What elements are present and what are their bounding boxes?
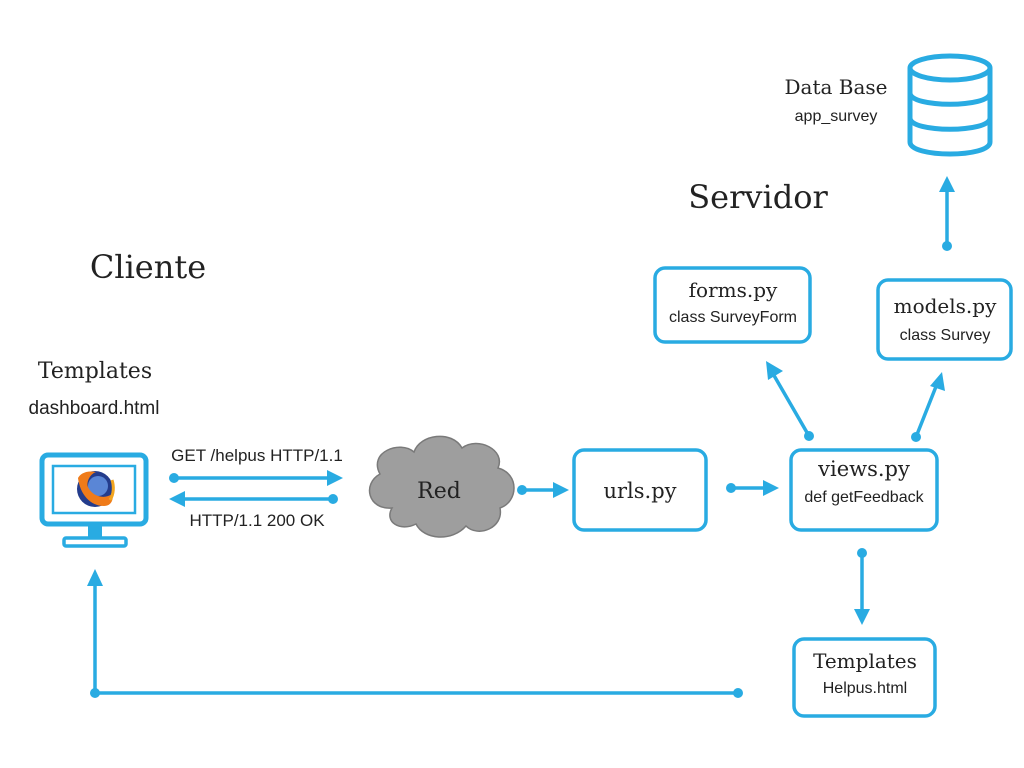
models-to-database-arrow [939, 176, 955, 251]
server-templates-detail: Helpus.html [823, 680, 907, 697]
client-templates-title: Templates [38, 359, 152, 384]
templates-to-client-arrow [87, 569, 743, 698]
models-title: models.py [894, 294, 997, 318]
views-box: views.py def getFeedback [789, 448, 939, 532]
urls-to-views-arrow [726, 480, 779, 496]
server-templates-title: Templates [813, 649, 917, 673]
server-heading: Servidor [688, 178, 828, 216]
response-arrow [169, 491, 338, 507]
forms-title: forms.py [689, 278, 778, 302]
client-templates-file: dashboard.html [29, 398, 160, 419]
database-detail: app_survey [795, 108, 878, 125]
forms-box: forms.py class SurveyForm [653, 266, 812, 344]
response-label: HTTP/1.1 200 OK [189, 511, 325, 530]
request-arrow [169, 470, 343, 486]
cloud-icon [368, 435, 515, 538]
red-to-urls-arrow [517, 482, 569, 498]
views-to-templates-arrow [854, 548, 870, 625]
forms-detail: class SurveyForm [669, 309, 797, 326]
models-box: models.py class Survey [876, 278, 1013, 361]
get-request-label: GET /helpus HTTP/1.1 [171, 446, 343, 465]
server-templates-box: Templates Helpus.html [792, 637, 937, 718]
views-title: views.py [817, 457, 910, 481]
views-to-models-arrow [911, 372, 945, 442]
database-icon [907, 53, 993, 157]
urls-title: urls.py [603, 479, 676, 503]
views-to-forms-arrow [766, 361, 814, 441]
monitor-firefox-icon [39, 452, 149, 548]
views-detail: def getFeedback [804, 489, 924, 506]
network-label: Red [417, 479, 461, 504]
client-heading: Cliente [90, 248, 206, 286]
models-detail: class Survey [900, 327, 991, 344]
urls-box: urls.py [572, 448, 708, 532]
database-title: Data Base [785, 75, 888, 99]
